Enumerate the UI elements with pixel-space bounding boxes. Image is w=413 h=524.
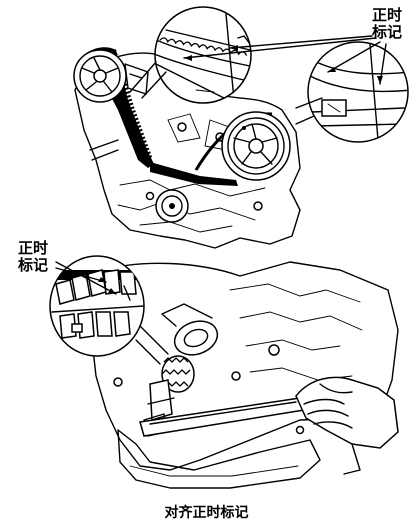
- figure-caption: 对齐正时标记: [164, 505, 249, 521]
- magnifier-belt-detail: [129, 6, 252, 104]
- right-cam-pulley: [221, 111, 291, 181]
- magnifier-sprocket-mark: [49, 255, 169, 365]
- top-label-leaders: [183, 35, 387, 85]
- crankshaft-sprocket: [161, 355, 195, 393]
- lower-engine-view: [49, 255, 399, 489]
- bottom-label-leaders: [55, 261, 117, 295]
- tensioner-roller: [161, 303, 219, 356]
- hand: [295, 376, 399, 475]
- left-cam-pulley: [73, 49, 127, 103]
- bottom-timing-mark-label: 正时 标记: [17, 239, 48, 274]
- idler-pulley: [155, 189, 189, 223]
- top-timing-mark-label: 正时 标记: [371, 6, 402, 41]
- upper-engine-view: [73, 6, 409, 249]
